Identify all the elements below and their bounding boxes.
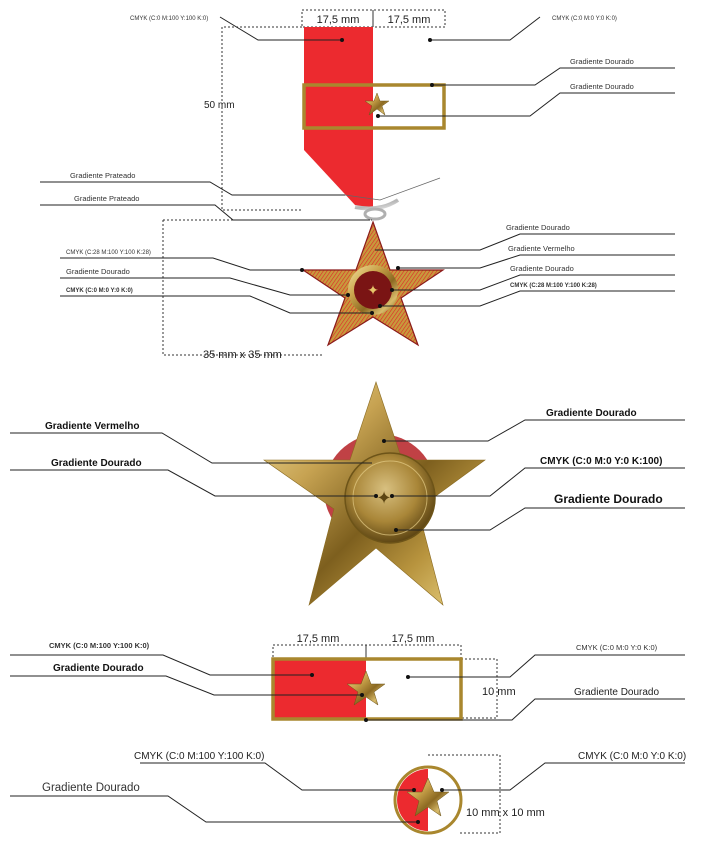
label-red-gradient: Gradiente Vermelho: [45, 421, 139, 432]
label-gold-bottom-right: Gradiente Dourado: [554, 492, 663, 506]
ribbon-gold-bar: [302, 83, 446, 130]
width-left-label: 17,5 mm: [317, 14, 360, 26]
gold-coin: [344, 452, 436, 544]
label-bar-gold-left: Gradiente Dourado: [53, 663, 144, 674]
bar-width-left-label: 17,5 mm: [297, 633, 340, 645]
height-label: 50 mm: [204, 100, 235, 111]
bar-height-label: 10 mm: [482, 686, 516, 698]
big-star-detail: ✦ Gradiente Vermelho Gradiente Dourado G…: [10, 381, 685, 606]
label-bar-frame: Gradiente Dourado: [570, 57, 634, 66]
height-dimension-guide: [221, 26, 302, 211]
red-ribbon: [304, 27, 373, 210]
label-star-center: CMYK (C:28 M:100 Y:100 K:28): [510, 283, 597, 289]
ribbon-medal-full: 17,5 mm 17,5 mm 50 mm 35 mm x 35 mm ✦: [40, 9, 675, 361]
rosette-star-icon: [406, 777, 450, 817]
label-bar-gold-right: Gradiente Dourado: [574, 687, 659, 698]
label-rosette-red: CMYK (C:0 M:100 Y:100 K:0): [134, 751, 264, 762]
label-gold-top-right: Gradiente Dourado: [546, 408, 637, 419]
label-star-red: CMYK (C:28 M:100 Y:100 K:28): [66, 250, 151, 256]
silver-ring-loop: [363, 207, 387, 221]
coin-emblem-icon: ✦: [376, 488, 391, 508]
label-star-red-gradient: Gradiente Vermelho: [508, 244, 575, 253]
label-bar-white: CMYK (C:0 M:0 Y:0 K:0): [576, 643, 658, 652]
svg-text:✦: ✦: [367, 282, 379, 298]
label-star-tip: Gradiente Dourado: [506, 223, 570, 232]
label-black: CMYK (C:0 M:0 Y:0 K:100): [540, 456, 662, 467]
width-right-label: 17,5 mm: [388, 14, 431, 26]
label-ring-bottom: Gradiente Prateado: [74, 194, 139, 203]
label-bar-red: CMYK (C:0 M:100 Y:100 K:0): [49, 641, 150, 650]
bar-detail-star-icon: [346, 670, 386, 706]
medal-center: [354, 271, 392, 309]
bar-star-icon: [364, 92, 390, 116]
label-star-gold-right: Gradiente Dourado: [510, 264, 574, 273]
rosette-size-label: 10 mm x 10 mm: [466, 807, 545, 819]
label-star-gold-left: Gradiente Dourado: [66, 267, 130, 276]
rosette-detail: 10 mm x 10 mm CMYK (C:0 M:100 Y:100 K:0)…: [10, 751, 686, 835]
label-rosette-gold: Gradiente Dourado: [42, 782, 140, 794]
label-ring-top: Gradiente Prateado: [70, 171, 135, 180]
bar-red-half: [273, 659, 366, 719]
bar-width-right-label: 17,5 mm: [392, 633, 435, 645]
rosette-red-half: [397, 769, 428, 831]
label-gold-left: Gradiente Dourado: [51, 458, 142, 469]
star-dimension-guide: [162, 220, 322, 356]
label-bar-star: Gradiente Dourado: [570, 82, 634, 91]
ribbon-bar-detail: 17,5 mm 17,5 mm 10 mm CMYK (C:0 M:100 Y:…: [10, 633, 685, 722]
leader-red-ribbon: [219, 16, 342, 41]
label-star-white: CMYK (C:0 M:0 Y:0 K:0): [66, 288, 133, 294]
label-rosette-white: CMYK (C:0 M:0 Y:0 K:0): [578, 751, 686, 762]
star-size-label: 35 mm x 35 mm: [203, 349, 282, 361]
label-white-ribbon: CMYK (C:0 M:0 Y:0 K:0): [552, 16, 617, 22]
label-red-ribbon: CMYK (C:0 M:100 Y:100 K:0): [130, 16, 208, 22]
